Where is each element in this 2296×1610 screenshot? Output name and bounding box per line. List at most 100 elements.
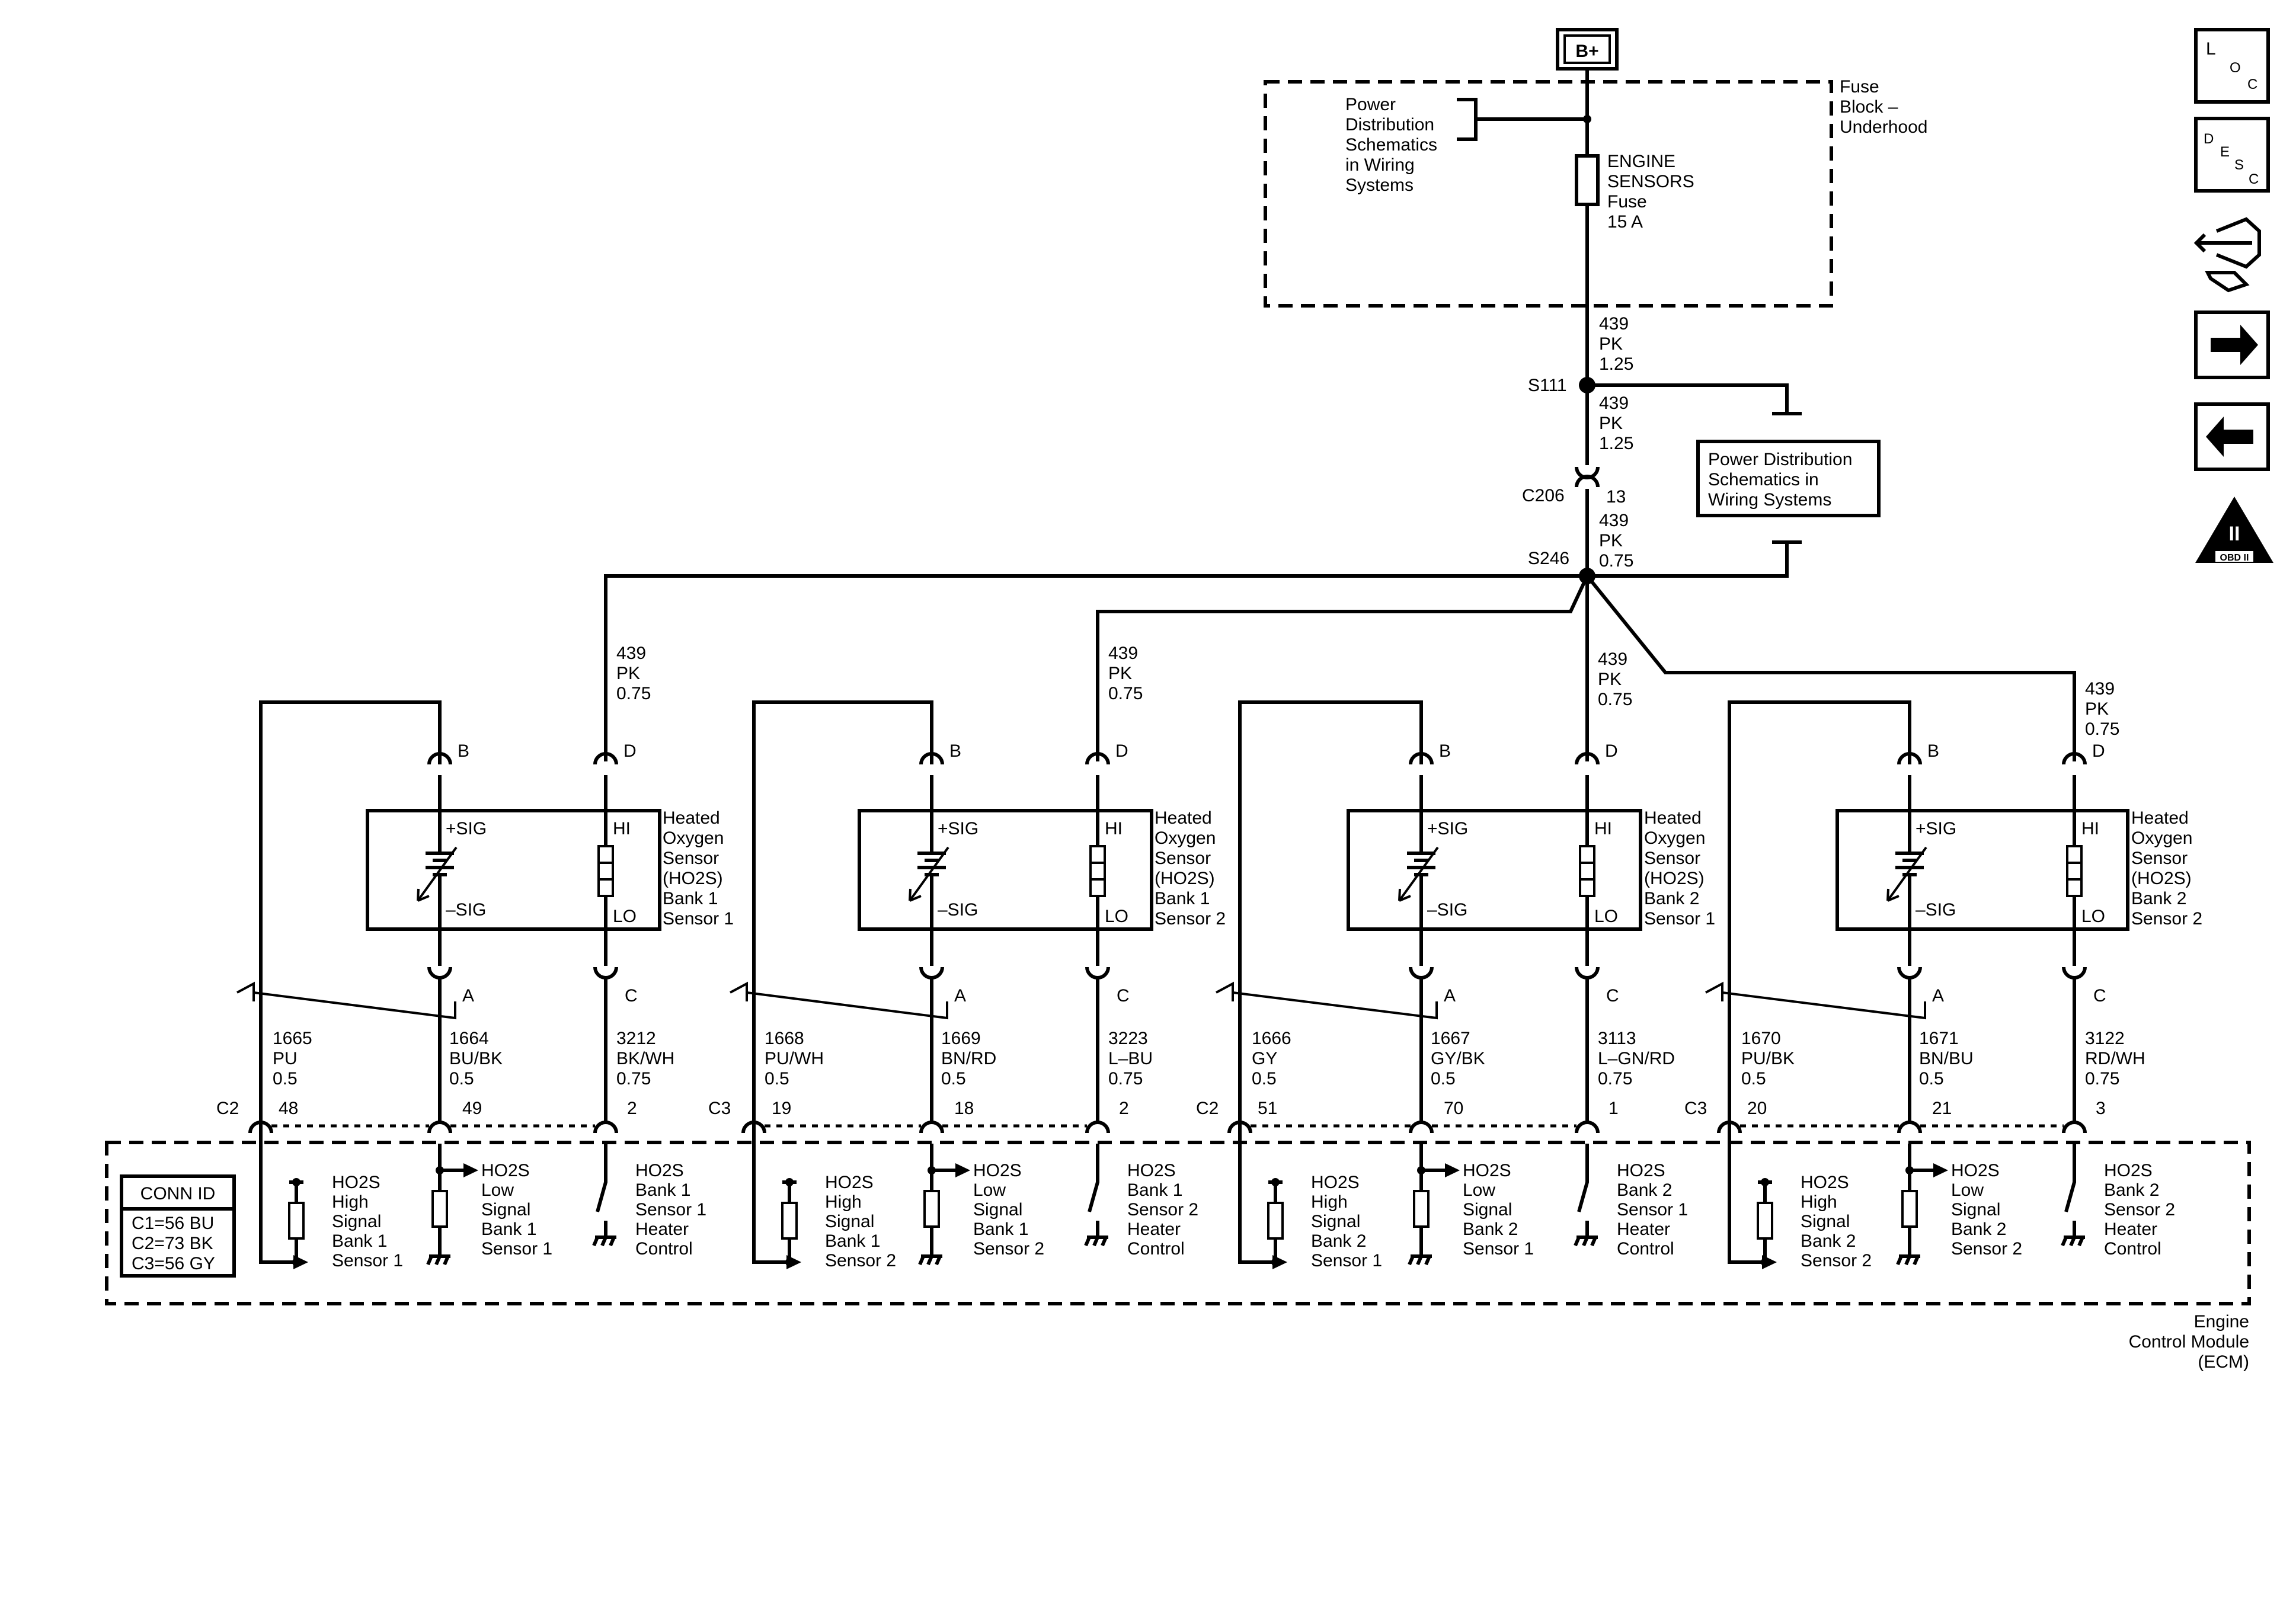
svg-text:0.5: 0.5 bbox=[1741, 1069, 1766, 1089]
svg-text:Fuse: Fuse bbox=[1607, 192, 1647, 212]
svg-text:in Wiring: in Wiring bbox=[1345, 155, 1415, 175]
svg-text:PK: PK bbox=[1108, 664, 1132, 683]
svg-text:19: 19 bbox=[772, 1099, 791, 1118]
desc-icon[interactable]: D E S C bbox=[2194, 117, 2270, 193]
loc-icon[interactable]: L O C bbox=[2194, 28, 2270, 104]
svg-text:(HO2S): (HO2S) bbox=[1155, 869, 1215, 888]
svg-text:2: 2 bbox=[627, 1099, 637, 1118]
svg-text:1668: 1668 bbox=[765, 1029, 804, 1048]
svg-text:0.5: 0.5 bbox=[1919, 1069, 1944, 1089]
svg-text:0.75: 0.75 bbox=[616, 684, 651, 703]
high-signal-label-line: Bank 2 bbox=[1311, 1231, 1366, 1251]
wire-label-439-pk-1-25-lower: 439 PK 1.25 bbox=[1599, 393, 1633, 453]
svg-text:PK: PK bbox=[1599, 531, 1623, 550]
heater-control-label-line: Control bbox=[1127, 1239, 1185, 1259]
sensor-bank2-sensor1: 439 PK 0.75 B D +SIG –SIG HI LO Heated O… bbox=[1196, 649, 1715, 1262]
svg-text:PK: PK bbox=[2085, 699, 2109, 719]
svg-text:B: B bbox=[1927, 741, 1939, 761]
svg-text:439: 439 bbox=[1599, 511, 1629, 530]
svg-text:L–BU: L–BU bbox=[1108, 1049, 1153, 1068]
high-signal-label-line: Sensor 2 bbox=[825, 1251, 896, 1270]
high-signal-label-line: High bbox=[825, 1192, 862, 1212]
next-page-arrow-icon[interactable] bbox=[2194, 311, 2270, 379]
svg-text:0.75: 0.75 bbox=[616, 1069, 651, 1089]
high-resistor-icon bbox=[288, 1202, 305, 1240]
heater-control-label-line: HO2S bbox=[2104, 1161, 2153, 1180]
feed-wire-label: 439 PK 0.75 bbox=[616, 644, 651, 703]
high-signal-label-line: HO2S bbox=[1801, 1173, 1849, 1192]
heater-control-label-line: Bank 2 bbox=[1617, 1180, 1672, 1200]
svg-text:L–GN/RD: L–GN/RD bbox=[1598, 1049, 1675, 1068]
svg-text:B: B bbox=[949, 741, 961, 761]
sensor-element-icon bbox=[1886, 811, 1927, 929]
svg-text:18: 18 bbox=[954, 1099, 974, 1118]
svg-text:Schematics: Schematics bbox=[1345, 135, 1437, 155]
ecm-connector: C3 20 21 3 bbox=[1684, 1099, 2106, 1134]
low-resistor-icon bbox=[431, 1190, 448, 1228]
sensor-element-icon bbox=[1398, 811, 1439, 929]
svg-text:Fuse: Fuse bbox=[1840, 77, 1879, 97]
heater-ground-icon bbox=[1084, 1235, 1108, 1247]
low-signal-label-line: Low bbox=[1951, 1180, 1984, 1200]
heater-control-label-line: Control bbox=[2104, 1239, 2161, 1259]
svg-text:Bank 2: Bank 2 bbox=[2131, 889, 2186, 908]
high-signal-label-line: HO2S bbox=[825, 1173, 874, 1192]
svg-text:Power Distribution: Power Distribution bbox=[1708, 450, 1852, 469]
previous-page-arrow-icon[interactable] bbox=[2194, 402, 2270, 471]
high-signal-label-line: Signal bbox=[825, 1212, 874, 1231]
low-signal-label-line: Sensor 1 bbox=[1463, 1239, 1534, 1259]
svg-text:Bank 1: Bank 1 bbox=[1155, 889, 1210, 908]
svg-text:O: O bbox=[2230, 60, 2241, 76]
engine-control-module: Engine Control Module (ECM) bbox=[105, 1141, 2251, 1372]
high-signal-label-line: Signal bbox=[1311, 1212, 1360, 1231]
low-signal-label-line: Low bbox=[1463, 1180, 1495, 1200]
svg-text:C: C bbox=[1117, 986, 1130, 1006]
svg-text:1665: 1665 bbox=[273, 1029, 312, 1048]
svg-text:Engine: Engine bbox=[2194, 1312, 2249, 1331]
high-signal-label-line: HO2S bbox=[1311, 1173, 1360, 1192]
high-signal-wire bbox=[1728, 1144, 1765, 1264]
svg-text:Control Module: Control Module bbox=[2129, 1332, 2249, 1352]
svg-text:–SIG: –SIG bbox=[1916, 900, 1956, 920]
low-signal-label-line: Signal bbox=[1951, 1200, 2000, 1219]
high-resistor-icon bbox=[781, 1202, 798, 1240]
wire-label-heater: 3223 L–BU 0.75 bbox=[1108, 1029, 1153, 1089]
low-signal-label-line: HO2S bbox=[1463, 1161, 1511, 1180]
low-signal-label-line: Signal bbox=[481, 1200, 530, 1219]
low-signal-label-line: Signal bbox=[973, 1200, 1022, 1219]
low-ground-icon bbox=[1896, 1254, 1920, 1266]
svg-text:S246: S246 bbox=[1528, 549, 1569, 568]
svg-text:C2=73 BK: C2=73 BK bbox=[132, 1234, 213, 1253]
svg-text:Sensor: Sensor bbox=[2131, 849, 2188, 868]
svg-text:C: C bbox=[625, 986, 638, 1006]
low-ground-icon bbox=[1408, 1254, 1432, 1266]
svg-text:C2: C2 bbox=[1196, 1099, 1219, 1118]
low-resistor-icon bbox=[1901, 1190, 1918, 1228]
svg-text:70: 70 bbox=[1444, 1099, 1463, 1118]
svg-text:HI: HI bbox=[1105, 819, 1123, 838]
high-signal-label-line: Bank 1 bbox=[332, 1231, 387, 1251]
svg-text:+SIG: +SIG bbox=[1427, 819, 1468, 838]
high-signal-wire bbox=[752, 1144, 789, 1264]
svg-text:0.75: 0.75 bbox=[2085, 1069, 2119, 1089]
sensor-bank1-sensor2: 439 PK 0.75 B D +SIG –SIG HI LO Heated O… bbox=[708, 644, 1226, 1262]
svg-text:0.5: 0.5 bbox=[449, 1069, 474, 1089]
svg-text:1670: 1670 bbox=[1741, 1029, 1781, 1048]
heater-control-label-line: HO2S bbox=[1617, 1161, 1665, 1180]
svg-text:0.75: 0.75 bbox=[1108, 684, 1143, 703]
svg-text:Heated: Heated bbox=[1644, 808, 1702, 828]
high-bias-wire bbox=[1268, 1180, 1283, 1262]
heater-control-label-line: HO2S bbox=[1127, 1161, 1176, 1180]
svg-text:PK: PK bbox=[1599, 414, 1623, 433]
svg-text:1669: 1669 bbox=[941, 1029, 981, 1048]
svg-text:S: S bbox=[2234, 157, 2244, 173]
connector-end-view-icon[interactable] bbox=[2193, 217, 2261, 293]
svg-text:PK: PK bbox=[1599, 334, 1623, 354]
obd-ii-icon[interactable]: II OBD II bbox=[2195, 497, 2273, 563]
